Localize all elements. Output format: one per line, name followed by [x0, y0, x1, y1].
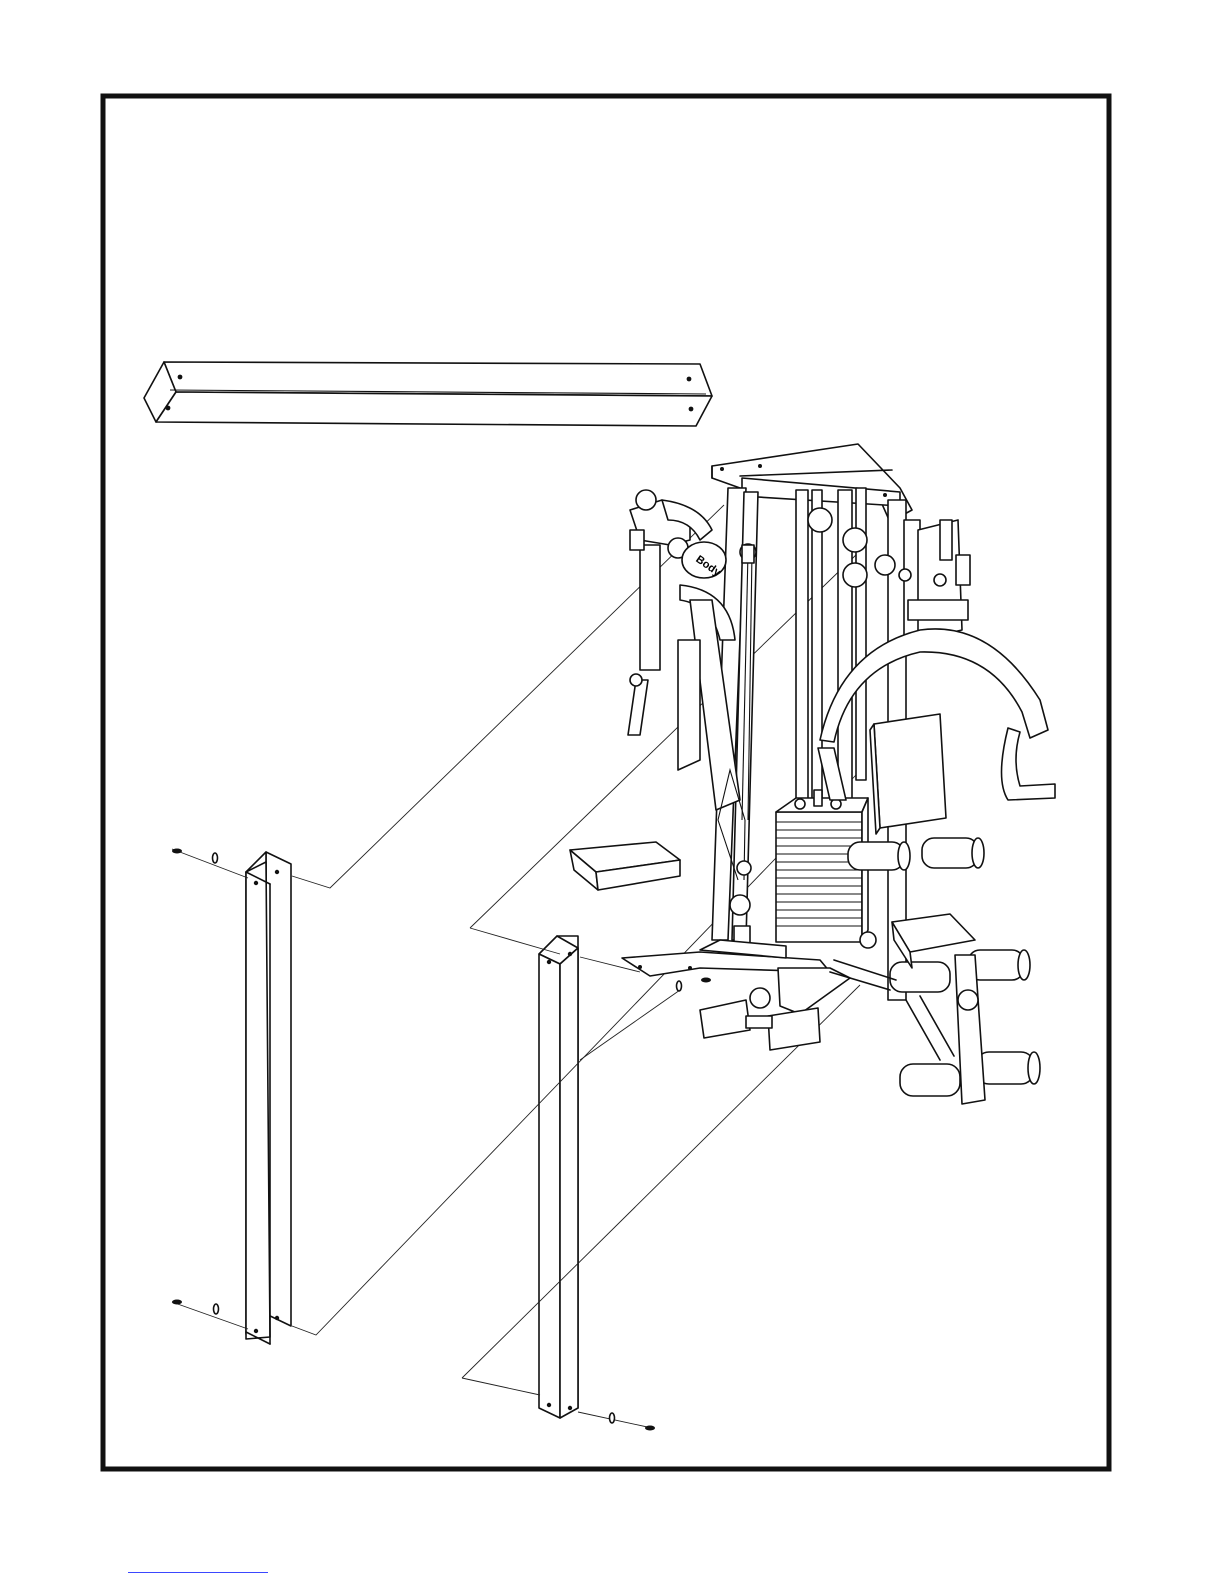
- home-gym-machine: Body: [570, 444, 1055, 1104]
- footer-link-underline[interactable]: [128, 1572, 268, 1573]
- bolt-and-washer-icon: [578, 1412, 655, 1431]
- bolt-and-washer-icon: [172, 849, 248, 1330]
- top-rail-part: [144, 362, 712, 426]
- roller-pads: [848, 838, 1040, 1096]
- right-panel-part: [539, 936, 578, 1418]
- left-panel-part: [246, 852, 291, 1344]
